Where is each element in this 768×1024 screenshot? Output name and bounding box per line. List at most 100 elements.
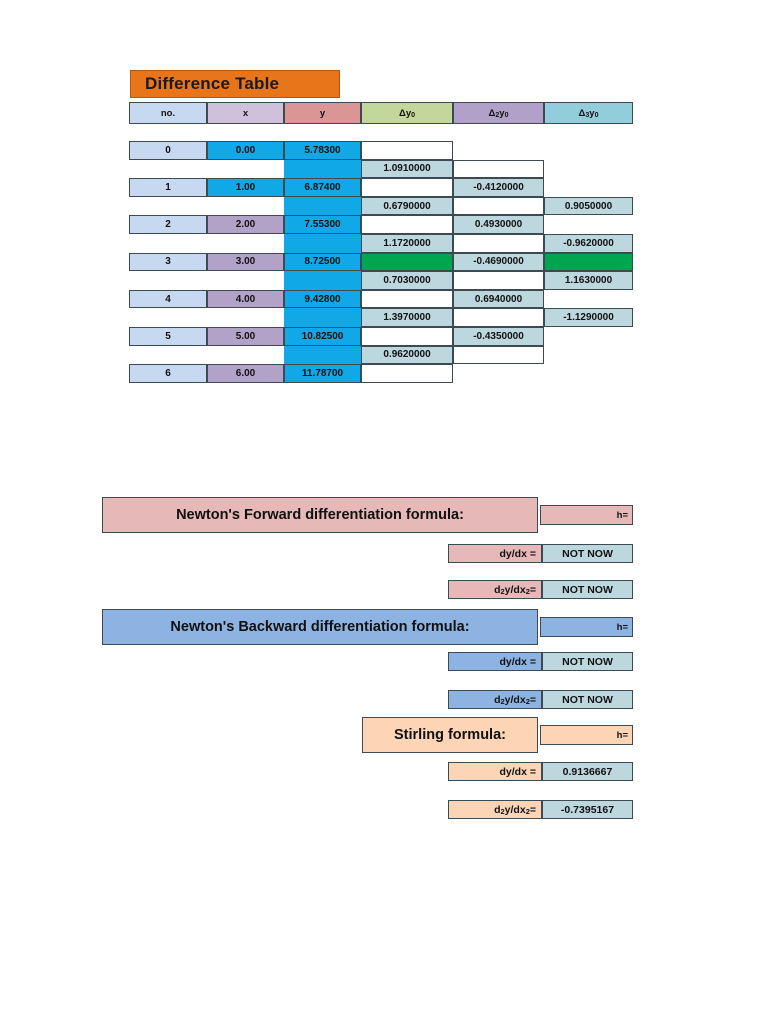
cell-delta3-empty-5 bbox=[544, 327, 633, 346]
forward-dydx-value[interactable]: NOT NOW bbox=[542, 544, 633, 563]
forward-formula-title: Newton's Forward differentiation formula… bbox=[102, 497, 538, 533]
cell-gap-no-5 bbox=[129, 346, 207, 365]
stirling-d2ydx2-value[interactable]: -0.7395167 bbox=[542, 800, 633, 819]
cell-delta1-0[interactable]: 1.0910000 bbox=[361, 159, 453, 179]
cell-delta1-row-1[interactable] bbox=[361, 178, 453, 197]
backward-h-box[interactable]: h= bbox=[540, 617, 633, 637]
cell-gap-y-0 bbox=[284, 159, 361, 179]
cell-delta3-empty-0 bbox=[544, 141, 633, 160]
cell-delta1-1[interactable]: 0.6790000 bbox=[361, 196, 453, 216]
cell-delta2-2[interactable]: -0.4690000 bbox=[453, 252, 544, 272]
cell-x-5[interactable]: 5.00 bbox=[207, 326, 284, 346]
cell-delta1-row-6[interactable] bbox=[361, 364, 453, 383]
cell-delta1-2[interactable]: 1.1720000 bbox=[361, 233, 453, 253]
cell-y-3[interactable]: 8.72500 bbox=[284, 252, 361, 272]
cell-y-2[interactable]: 7.55300 bbox=[284, 215, 361, 234]
cell-y-0[interactable]: 5.78300 bbox=[284, 141, 361, 160]
cell-gap-no-4 bbox=[129, 308, 207, 327]
forward-d2ydx2-value[interactable]: NOT NOW bbox=[542, 580, 633, 599]
cell-delta3-gap-5 bbox=[544, 346, 633, 365]
cell-delta1-row-4[interactable] bbox=[361, 289, 453, 309]
cell-no-0[interactable]: 0 bbox=[129, 141, 207, 160]
column-header-no: no. bbox=[129, 102, 207, 124]
cell-delta2-empty-0 bbox=[453, 141, 544, 160]
cell-y-6[interactable]: 11.78700 bbox=[284, 364, 361, 383]
cell-delta3-empty-6 bbox=[544, 364, 633, 383]
cell-delta2-gap-4[interactable] bbox=[453, 308, 544, 327]
cell-delta1-row-0[interactable] bbox=[361, 141, 453, 160]
table-row: 0.9620000 bbox=[129, 345, 633, 365]
cell-delta1-row-3[interactable] bbox=[361, 252, 453, 272]
cell-delta2-1[interactable]: 0.4930000 bbox=[453, 215, 544, 234]
cell-delta2-3[interactable]: 0.6940000 bbox=[453, 289, 544, 309]
stirling-dydx-value[interactable]: 0.9136667 bbox=[542, 762, 633, 781]
cell-x-2[interactable]: 2.00 bbox=[207, 215, 284, 234]
cell-delta2-4[interactable]: -0.4350000 bbox=[453, 326, 544, 346]
cell-delta1-5[interactable]: 0.9620000 bbox=[361, 345, 453, 365]
stirling-formula-title: Stirling formula: bbox=[362, 717, 538, 753]
cell-x-3[interactable]: 3.00 bbox=[207, 252, 284, 272]
cell-y-5[interactable]: 10.82500 bbox=[284, 326, 361, 346]
cell-x-6[interactable]: 6.00 bbox=[207, 364, 284, 383]
cell-delta1-4[interactable]: 1.3970000 bbox=[361, 308, 453, 327]
cell-gap-x-3 bbox=[207, 271, 284, 290]
cell-y-4[interactable]: 9.42800 bbox=[284, 289, 361, 309]
cell-no-4[interactable]: 4 bbox=[129, 289, 207, 309]
cell-delta2-gap-0[interactable] bbox=[453, 159, 544, 179]
cell-delta3-empty-2 bbox=[544, 215, 633, 234]
column-header-y: y bbox=[284, 102, 361, 124]
backward-d2ydx2-value[interactable]: NOT NOW bbox=[542, 690, 633, 709]
cell-delta2-0[interactable]: -0.4120000 bbox=[453, 178, 544, 197]
cell-gap-x-1 bbox=[207, 197, 284, 216]
cell-delta3-3[interactable]: -1.1290000 bbox=[544, 308, 633, 327]
table-row: 0.7030000 1.1630000 bbox=[129, 271, 633, 290]
cell-y-1[interactable]: 6.87400 bbox=[284, 178, 361, 197]
backward-formula-title: Newton's Backward differentiation formul… bbox=[102, 609, 538, 645]
cell-delta3-1[interactable]: -0.9620000 bbox=[544, 233, 633, 253]
stirling-dydx-label: dy/dx = bbox=[448, 762, 542, 781]
stirling-h-box[interactable]: h= bbox=[540, 725, 633, 745]
cell-x-0[interactable]: 0.00 bbox=[207, 141, 284, 160]
cell-no-1[interactable]: 1 bbox=[129, 178, 207, 197]
table-row: 1.3970000 -1.1290000 bbox=[129, 308, 633, 327]
forward-h-box[interactable]: h= bbox=[540, 505, 633, 525]
table-row: 1.1720000 -0.9620000 bbox=[129, 233, 633, 253]
cell-no-5[interactable]: 5 bbox=[129, 326, 207, 346]
cell-delta1-3[interactable]: 0.7030000 bbox=[361, 271, 453, 290]
cell-delta3-0[interactable]: 0.9050000 bbox=[544, 196, 633, 216]
cell-x-1[interactable]: 1.00 bbox=[207, 178, 284, 197]
cell-delta3-empty-1 bbox=[544, 178, 633, 197]
cell-delta2-gap-2[interactable] bbox=[453, 233, 544, 253]
cell-delta3-2[interactable]: 1.1630000 bbox=[544, 271, 633, 290]
backward-dydx-value[interactable]: NOT NOW bbox=[542, 652, 633, 671]
cell-no-2[interactable]: 2 bbox=[129, 215, 207, 234]
cell-no-3[interactable]: 3 bbox=[129, 252, 207, 272]
cell-gap-y-2 bbox=[284, 233, 361, 253]
cell-gap-y-4 bbox=[284, 308, 361, 327]
table-row: 0.6790000 0.9050000 bbox=[129, 196, 633, 216]
cell-delta2-gap-5[interactable] bbox=[453, 345, 544, 365]
column-header-x: x bbox=[207, 102, 284, 124]
cell-delta1-row-5[interactable] bbox=[361, 326, 453, 346]
cell-no-6[interactable]: 6 bbox=[129, 364, 207, 383]
cell-delta2-gap-3[interactable] bbox=[453, 271, 544, 290]
cell-gap-x-5 bbox=[207, 346, 284, 365]
cell-delta1-row-2[interactable] bbox=[361, 215, 453, 234]
cell-gap-no-1 bbox=[129, 197, 207, 216]
cell-gap-no-0 bbox=[129, 160, 207, 179]
cell-gap-no-3 bbox=[129, 271, 207, 290]
cell-delta2-gap-1[interactable] bbox=[453, 196, 544, 216]
cell-delta3-row-3[interactable] bbox=[544, 252, 633, 272]
cell-x-4[interactable]: 4.00 bbox=[207, 289, 284, 309]
cell-delta3-gap-0 bbox=[544, 160, 633, 179]
